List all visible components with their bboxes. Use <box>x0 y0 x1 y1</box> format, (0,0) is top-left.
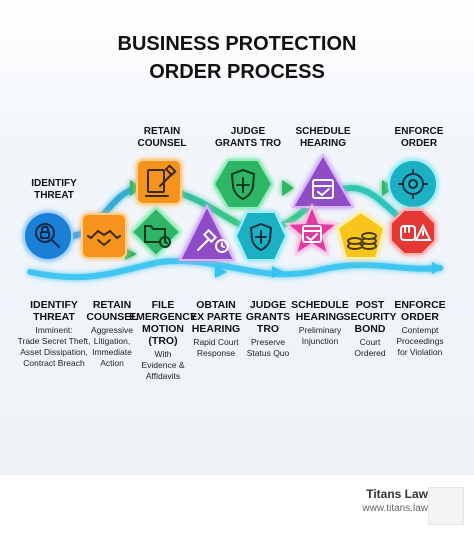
upper-step-enforce-order <box>388 159 438 209</box>
brand-logo <box>428 487 464 525</box>
step-title-line: MOTION <box>142 323 184 335</box>
step-description-line: Proceedings <box>396 336 443 346</box>
arrowhead <box>382 180 394 196</box>
step-description-line: Aggressive <box>91 325 133 335</box>
diagram-canvas: BUSINESS PROTECTION ORDER PROCESS <box>0 0 474 474</box>
brand-url[interactable]: www.titans.law <box>362 503 428 514</box>
gear-check-icon <box>398 169 428 199</box>
step-description-line: Ordered <box>354 348 385 358</box>
upper-label-judge-line2: GRANTS TRO <box>215 138 281 149</box>
step-title-line: IDENTIFY <box>30 299 78 311</box>
upper-shape <box>388 159 438 209</box>
upper-label-schedule-line2: HEARING <box>300 138 346 149</box>
upper-label-identify-line1: IDENTIFY <box>31 178 77 189</box>
upper-shape <box>136 159 182 205</box>
step-title-line: COUNSEL <box>86 311 138 323</box>
upper-step-schedule-hearing <box>291 152 355 208</box>
step-enforce-order-shape <box>390 209 436 255</box>
step-judge-grants-shape <box>234 211 288 261</box>
upper-label-enforce-line2: ORDER <box>401 138 438 149</box>
gavel-document-icon <box>145 164 177 197</box>
step-ex-parte-shape <box>178 203 236 261</box>
step-description-line: Status Quo <box>247 348 290 358</box>
step-title-line: ORDER <box>401 311 439 323</box>
step-post-bond-shape <box>336 210 386 259</box>
step-title-line: ENFORCE <box>394 299 445 311</box>
step-description-line: Rapid Court <box>193 337 239 347</box>
arrowhead <box>272 266 284 278</box>
step-description-line: Action <box>100 358 124 368</box>
step-description-line: Immediate <box>92 347 132 357</box>
step-description-line: Contempt <box>402 325 439 335</box>
folder-clock-icon <box>144 225 171 248</box>
calendar-check-icon <box>312 179 334 199</box>
step-title-line: FILE <box>152 299 175 311</box>
arrowhead <box>215 266 227 278</box>
calendar-check-icon <box>302 225 322 243</box>
step-title-line: GRANTS <box>246 311 290 323</box>
upper-label-retain-line1: RETAIN <box>144 126 180 137</box>
step-title-line: (TRO) <box>148 335 177 347</box>
handshake-icon <box>87 229 121 247</box>
upper-label-retain-line2: COUNSEL <box>138 138 187 149</box>
upper-labels: IDENTIFY THREAT RETAIN COUNSEL JUDGE GRA… <box>31 126 444 201</box>
step-title-line: TRO <box>257 323 279 335</box>
step-title-line: EMERGENCY <box>129 311 197 323</box>
magnifier-lock-icon <box>35 223 60 248</box>
step-title-line: SCHEDULE <box>291 299 349 311</box>
step-description-line: Trade Secret Theft, <box>18 336 91 346</box>
step-description-line: Imminent: <box>35 325 72 335</box>
step-description-line: Evidence & <box>142 360 185 370</box>
shield-snowflake-icon <box>230 168 256 201</box>
step-title-line: BOND <box>355 323 386 335</box>
title-line-1: BUSINESS PROTECTION <box>118 33 357 55</box>
upper-label-identify-line2: THREAT <box>34 190 74 201</box>
step-title-line: JUDGE <box>250 299 286 311</box>
step-title-line: THREAT <box>33 311 75 323</box>
step-shape <box>390 209 436 255</box>
step-title-line: POST <box>356 299 385 311</box>
step-description-line: Preserve <box>251 337 285 347</box>
arrowhead <box>432 262 444 274</box>
footer-brand: Titans Law www.titans.law <box>362 487 428 514</box>
upper-label-judge-line1: JUDGE <box>231 126 266 137</box>
lower-flow-path <box>27 258 443 281</box>
arrowhead <box>282 180 294 196</box>
arrowhead <box>125 248 137 260</box>
step-description-line: for Violation <box>398 347 443 357</box>
shield-snowflake-icon <box>249 222 273 252</box>
step-description-line: Litigation, <box>94 336 130 346</box>
step-title-line: OBTAIN <box>196 299 235 311</box>
title-line-2: ORDER PROCESS <box>149 61 325 83</box>
step-schedule-hearing-shape <box>284 203 340 257</box>
step-description-line: Preliminary <box>299 325 342 335</box>
step-title-line: SECURITY <box>343 311 396 323</box>
step-description-line: Asset Dissipation, <box>20 347 88 357</box>
upper-step-judge-grants-tro <box>212 159 274 209</box>
brand-name: Titans Law <box>366 487 428 501</box>
step-retain-counsel-shape <box>81 213 127 259</box>
step-identify-threat-shape <box>23 211 73 261</box>
upper-label-schedule-line1: SCHEDULE <box>295 126 350 137</box>
step-title-line: HEARING <box>296 311 344 323</box>
upper-step-retain-counsel <box>136 159 182 205</box>
coins-icon <box>347 232 377 250</box>
step-description-line: Response <box>197 348 236 358</box>
step-title-line: HEARING <box>192 323 240 335</box>
gavel-clock-icon <box>197 228 229 253</box>
step-description-line: With <box>155 349 172 359</box>
step-title-line: RETAIN <box>93 299 131 311</box>
footer: Titans Law www.titans.law <box>0 474 474 535</box>
step-file-motion-shape <box>130 206 182 258</box>
upper-label-enforce-line1: ENFORCE <box>395 126 444 137</box>
step-title-line: EX PARTE <box>190 311 242 323</box>
step-description-line: Injunction <box>302 336 339 346</box>
step-description-line: Affidavits <box>146 371 180 381</box>
step-description-line: Contract Breach <box>23 358 85 368</box>
fist-warning-icon <box>400 223 432 241</box>
step-description-line: Court <box>360 337 381 347</box>
